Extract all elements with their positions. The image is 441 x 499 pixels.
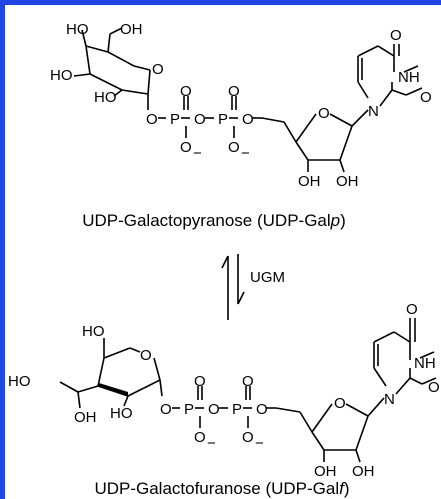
- atom-ho: HO: [50, 67, 73, 84]
- atom-o-minus: O: [180, 139, 192, 156]
- atom-n: N: [384, 391, 395, 408]
- udp-galactopyranose-structure: HO OH HO O HO O P O O − O P O O − O O N …: [50, 21, 432, 190]
- udp-galactofuranose-structure: HO O HO OH HO O P O O − O P O O − O O N …: [8, 301, 440, 480]
- forward-arrow-head: [221, 255, 229, 269]
- atom-o: O: [390, 27, 402, 44]
- atom-o: O: [406, 301, 418, 318]
- atom-o: O: [228, 83, 240, 100]
- atom-ho: HO: [66, 21, 89, 38]
- atom-oh: OH: [314, 463, 337, 480]
- atom-n: N: [368, 103, 379, 120]
- diphosphate-chain: [158, 96, 285, 138]
- charge-minus: −: [207, 435, 216, 452]
- furanose-ring: [59, 338, 163, 409]
- atom-ho: HO: [8, 373, 31, 390]
- atom-ho: HO: [110, 405, 133, 422]
- atom-o: O: [194, 373, 206, 390]
- atom-o-minus: O: [194, 429, 206, 446]
- charge-minus: −: [255, 435, 264, 452]
- atom-ho: HO: [94, 89, 117, 106]
- diphosphate-chain: [172, 386, 301, 428]
- atom-o: O: [208, 401, 220, 418]
- charge-minus: −: [193, 145, 202, 162]
- ribose-ring: [299, 397, 385, 463]
- atom-ring-o: O: [152, 61, 164, 78]
- atom-ring-o: O: [140, 347, 152, 364]
- ribose-ring: [283, 109, 369, 173]
- atom-ribose-o: O: [318, 105, 330, 122]
- bottom-molecule-caption: UDP-Galactofuranose (UDP-Galf): [94, 479, 349, 498]
- charge-minus: −: [241, 145, 250, 162]
- atom-nh: NH: [398, 69, 420, 86]
- atom-p: P: [184, 401, 194, 418]
- equilibrium-arrows: [221, 254, 245, 320]
- atom-o: O: [180, 83, 192, 100]
- atom-o: O: [256, 401, 268, 418]
- uracil-ring: [373, 318, 437, 395]
- atom-ribose-o: O: [334, 395, 346, 412]
- uracil-ring: [357, 44, 423, 107]
- atom-oh: OH: [120, 21, 143, 38]
- atom-oh: OH: [352, 463, 375, 480]
- atom-o: O: [420, 89, 432, 106]
- atom-p: P: [232, 401, 242, 418]
- atom-o: O: [194, 111, 206, 128]
- atom-o: O: [242, 111, 254, 128]
- reverse-arrow-head: [237, 291, 245, 305]
- enzyme-label: UGM: [250, 269, 285, 286]
- atom-o: O: [242, 373, 254, 390]
- atom-oh: OH: [298, 173, 321, 190]
- atom-o: O: [428, 379, 440, 396]
- atom-o: O: [160, 401, 172, 418]
- atom-p: P: [170, 111, 180, 128]
- atom-o-minus: O: [228, 139, 240, 156]
- pyranose-ring: [73, 27, 151, 110]
- atom-ho: HO: [82, 323, 105, 340]
- atom-p: P: [218, 111, 228, 128]
- atom-oh: OH: [74, 409, 97, 426]
- atom-o-minus: O: [242, 429, 254, 446]
- atom-oh: OH: [336, 173, 359, 190]
- atom-nh: NH: [414, 355, 436, 372]
- atom-o: O: [146, 111, 158, 128]
- top-molecule-caption: UDP-Galactopyranose (UDP-Galp): [82, 211, 346, 230]
